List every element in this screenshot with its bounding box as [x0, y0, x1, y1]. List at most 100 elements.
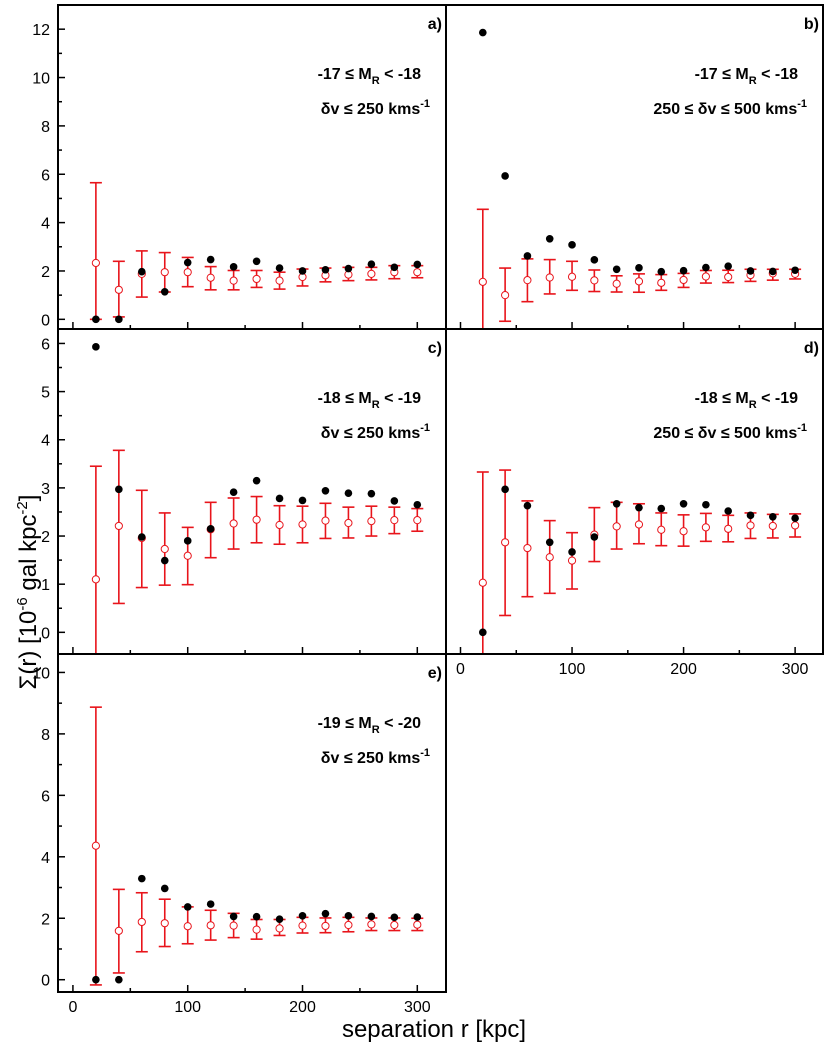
simulated-point [413, 268, 422, 277]
simulated-point [478, 277, 487, 286]
simulated-point [567, 272, 577, 281]
observed-point [137, 267, 146, 276]
observed-point [183, 258, 192, 267]
y-tick-label: 8 [41, 119, 50, 136]
panel-tag: b) [804, 16, 819, 33]
simulated-point [91, 258, 100, 268]
simulated-point [275, 924, 284, 933]
observed-point [298, 911, 307, 920]
simulated-point [590, 276, 599, 285]
observed-point [568, 241, 576, 249]
simulated-point [501, 538, 510, 547]
simulated-point [724, 272, 733, 282]
observed-point [321, 486, 330, 495]
panel-frame [57, 4, 447, 330]
y-tick-label: 0 [41, 625, 50, 642]
observed-point [206, 255, 215, 264]
simulated-point [160, 268, 169, 277]
observed-point [344, 489, 353, 497]
observed-point [229, 263, 238, 271]
panel-tag: d) [804, 340, 819, 357]
observed-point [612, 499, 621, 508]
simulated-point [229, 921, 238, 930]
simulated-point [252, 274, 261, 284]
plot-area [476, 28, 802, 329]
observed-point [160, 556, 169, 565]
simulated-point [137, 917, 146, 927]
observed-point [390, 913, 399, 922]
simulated-point [367, 269, 376, 278]
simulated-point [612, 522, 621, 531]
simulated-point [612, 279, 621, 288]
observed-point [413, 913, 422, 921]
observed-point [321, 909, 330, 918]
observed-point [791, 266, 799, 275]
simulated-point [160, 544, 169, 554]
observed-point [769, 267, 777, 276]
observed-point [344, 911, 353, 920]
simulated-point [229, 519, 238, 528]
observed-point [92, 315, 100, 324]
panel-tag: e) [428, 665, 442, 682]
y-tick-label: 4 [41, 216, 50, 233]
annotation-magnitude: -18 ≤ MR < -19 [318, 390, 422, 411]
simulated-point [275, 276, 284, 285]
observed-point [229, 488, 238, 497]
observed-point [92, 975, 100, 984]
simulated-point [114, 285, 123, 294]
annotation-velocity: δv ≤ 250 kms-1 [321, 747, 430, 767]
y-tick-label: 0 [41, 973, 50, 990]
observed-point [791, 514, 799, 523]
observed-point [390, 497, 399, 505]
y-axis-label: Σ(r) [10-6 gal kpc-2] [14, 495, 42, 690]
simulated-point [367, 517, 376, 526]
plot-area [89, 706, 424, 986]
observed-point [137, 533, 146, 541]
panel-frame [57, 653, 447, 993]
simulated-point [413, 920, 422, 929]
panel-tag: a) [428, 16, 442, 33]
simulated-point [206, 273, 215, 282]
simulated-point [275, 520, 284, 530]
simulated-point [298, 921, 307, 930]
annotation-velocity: δv ≤ 250 kms-1 [321, 422, 430, 442]
simulated-point [206, 921, 215, 930]
observed-point [724, 262, 732, 270]
observed-point [206, 525, 215, 533]
observed-point [252, 476, 261, 485]
annotation-velocity: 250 ≤ δv ≤ 500 kms-1 [653, 98, 807, 118]
simulated-point [679, 275, 688, 285]
observed-point [115, 975, 123, 984]
y-tick-label: 8 [41, 727, 50, 744]
observed-point [679, 266, 688, 275]
observed-point [746, 267, 755, 275]
y-tick-label: 6 [41, 788, 50, 805]
simulated-point [252, 515, 261, 524]
simulated-point [413, 516, 422, 525]
observed-point [229, 912, 238, 921]
x-tick-label: 200 [289, 999, 316, 1016]
x-tick-label: 300 [404, 999, 431, 1016]
observed-point [160, 884, 169, 893]
simulated-point [701, 523, 710, 532]
observed-point [590, 533, 599, 541]
observed-point [523, 501, 532, 510]
simulated-point [746, 521, 755, 530]
y-tick-label: 4 [41, 433, 50, 450]
simulated-point [501, 291, 510, 300]
simulated-point [321, 516, 330, 525]
panel-frame [445, 328, 824, 655]
simulated-point [252, 925, 261, 934]
observed-point [160, 287, 169, 296]
simulated-point [183, 551, 192, 560]
simulated-point [91, 575, 100, 584]
y-tick-label: 0 [41, 312, 50, 329]
observed-point [635, 503, 643, 512]
simulated-point [390, 516, 399, 525]
plot-area [476, 469, 802, 654]
simulated-point [657, 278, 666, 287]
y-tick-label: 6 [41, 336, 50, 353]
y-tick-label: 10 [32, 665, 50, 682]
